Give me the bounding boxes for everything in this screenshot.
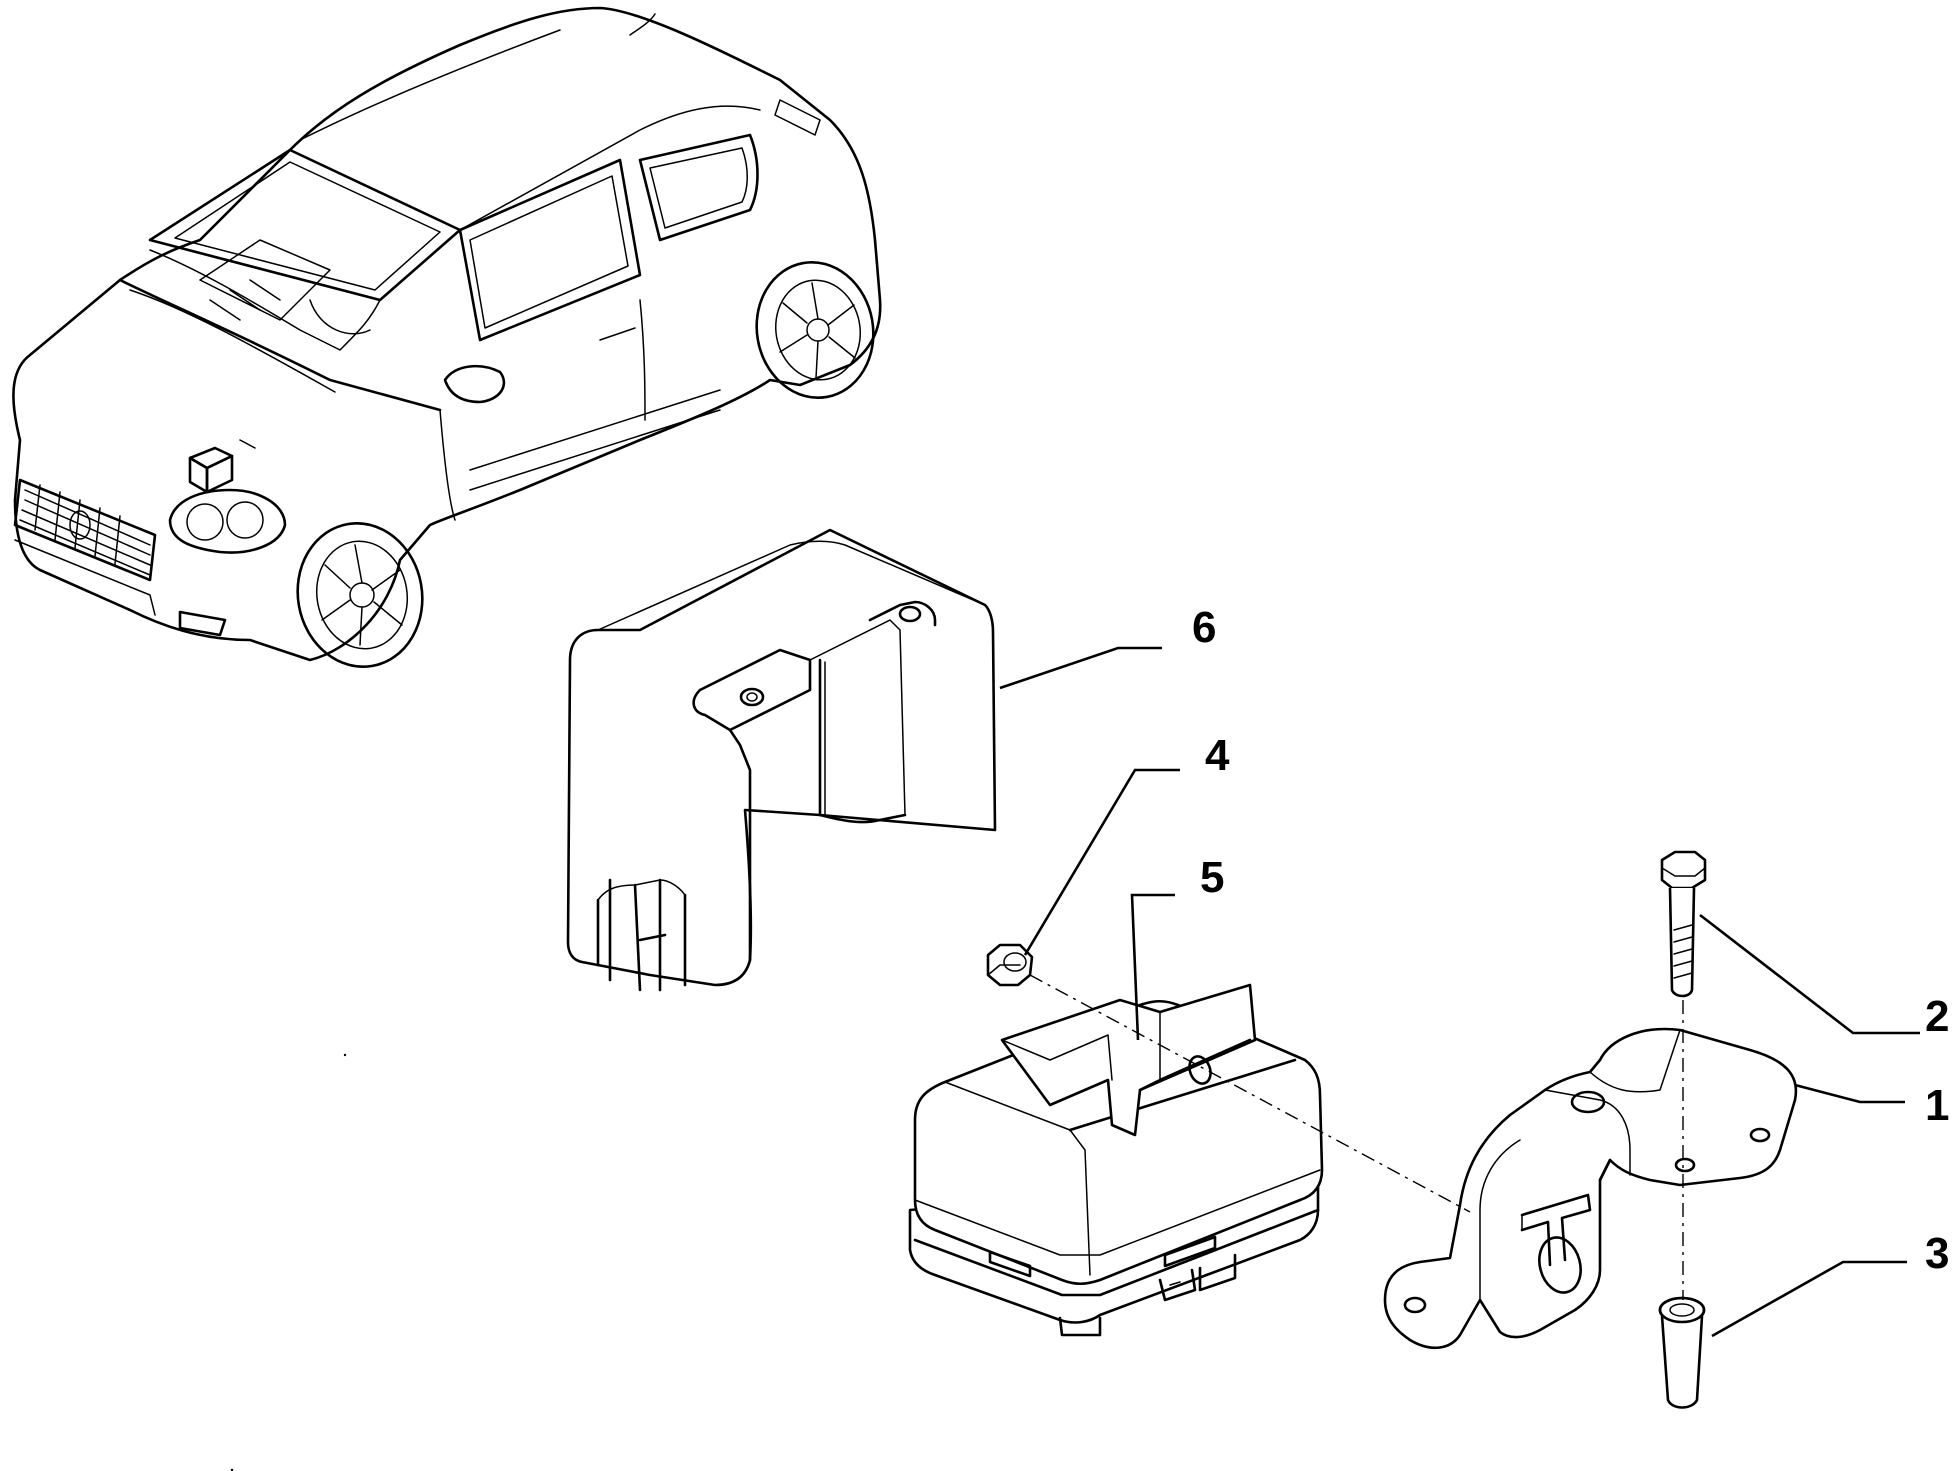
- callout-1: 1: [1925, 1081, 1949, 1130]
- part-2-bolt: [1660, 850, 1707, 998]
- stray-dot: [230, 1468, 234, 1471]
- assembly-axis-lines: [1029, 974, 1684, 1300]
- part-3-spacer: [1658, 1296, 1706, 1409]
- part-4-nut: [986, 943, 1034, 987]
- part-5-control-unit: [908, 983, 1324, 1337]
- callout-2: 2: [1925, 992, 1949, 1041]
- callout-labels: 6 4 5 2 1 3: [1192, 603, 1949, 1278]
- callout-5: 5: [1200, 853, 1224, 902]
- callout-6: 6: [1192, 603, 1216, 652]
- stray-dot: [343, 1053, 347, 1057]
- callout-3: 3: [1925, 1229, 1949, 1278]
- leader-lines: [999, 646, 1920, 1338]
- car-illustration: [12, 6, 882, 669]
- part-1-bracket: [1383, 1027, 1798, 1349]
- callout-4: 4: [1205, 731, 1230, 780]
- part-6-cover: [566, 528, 997, 992]
